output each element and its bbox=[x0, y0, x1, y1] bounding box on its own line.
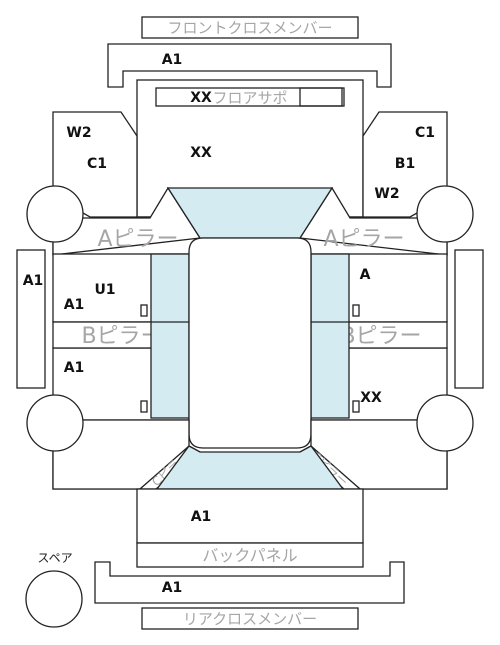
front-right-fender-grade-top: C1 bbox=[415, 125, 435, 141]
floor-support-right-box bbox=[299, 87, 345, 107]
front-left-fender-grade-bottom: C1 bbox=[87, 156, 107, 172]
a-pillar-right-label: Aピラー bbox=[323, 227, 404, 252]
rear-cross-member-box[interactable] bbox=[141, 607, 359, 630]
front-left-fender-grade-top: W2 bbox=[66, 125, 91, 141]
front-right-fender-grade-mid: B1 bbox=[395, 156, 415, 172]
b-pillar-left-label: Bピラー bbox=[81, 324, 162, 349]
spare-tire-label: スペア bbox=[37, 551, 72, 565]
floor-support-box[interactable] bbox=[155, 87, 343, 107]
left-front-handle bbox=[140, 304, 148, 317]
front-bumper-shape[interactable] bbox=[107, 43, 392, 88]
roof-panel[interactable] bbox=[188, 237, 312, 449]
rear-window bbox=[155, 445, 345, 490]
front-left-wheel[interactable] bbox=[26, 185, 84, 243]
rear-bumper-grade: A1 bbox=[162, 580, 183, 596]
rear-bumper-shape[interactable] bbox=[94, 561, 405, 604]
rear-left-wheel[interactable] bbox=[26, 394, 84, 452]
front-cross-member-label: フロントクロスメンバー bbox=[167, 19, 332, 37]
left-front-door-grade-a1: A1 bbox=[64, 297, 85, 313]
left-front-door-grade-u1: U1 bbox=[94, 282, 115, 298]
right-side-sill[interactable] bbox=[454, 249, 484, 389]
hood-grade: XX bbox=[190, 145, 212, 161]
trunk-lid[interactable] bbox=[136, 488, 364, 544]
left-side-windows bbox=[150, 253, 190, 419]
rear-right-wheel[interactable] bbox=[416, 394, 474, 452]
back-panel-label: バックパネル bbox=[202, 546, 297, 565]
right-rear-door-grade: XX bbox=[360, 390, 382, 406]
front-right-fender-grade-bottom: W2 bbox=[374, 186, 399, 202]
front-bumper-grade: A1 bbox=[162, 52, 183, 68]
rear-cross-member-label: リアクロスメンバー bbox=[183, 610, 317, 628]
back-panel-box[interactable] bbox=[136, 542, 364, 568]
floor-support-grade: XX bbox=[190, 90, 212, 106]
b-pillar-right-label: Bピラー bbox=[340, 324, 421, 349]
right-rear-handle bbox=[352, 400, 360, 413]
right-front-door-grade: A bbox=[360, 267, 371, 283]
spare-tire[interactable] bbox=[25, 570, 83, 628]
right-front-handle bbox=[352, 304, 360, 317]
floor-support-label: フロアサポ bbox=[212, 89, 287, 107]
right-side-windows bbox=[310, 253, 350, 419]
front-cross-member-box[interactable] bbox=[141, 16, 359, 39]
left-side-sill[interactable] bbox=[16, 249, 46, 389]
a-pillar-left-label: Aピラー bbox=[97, 227, 178, 252]
left-side-sill-grade: A1 bbox=[23, 273, 44, 289]
left-rear-door-grade: A1 bbox=[64, 360, 85, 376]
left-rear-handle bbox=[140, 400, 148, 413]
front-right-wheel[interactable] bbox=[416, 185, 474, 243]
trunk-grade: A1 bbox=[191, 509, 212, 525]
